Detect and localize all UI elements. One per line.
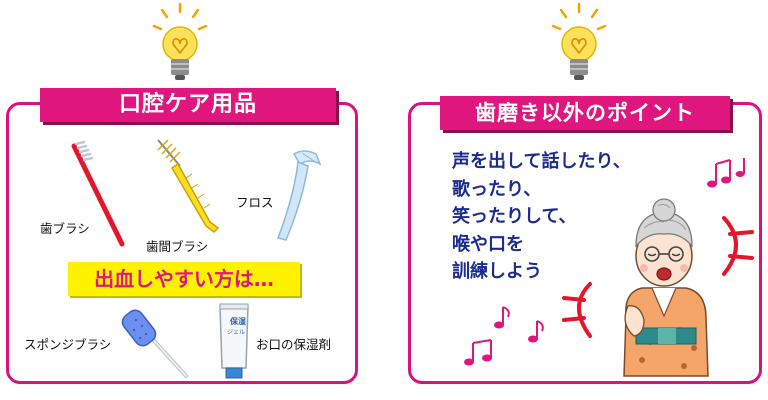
points-title: 歯磨き以外のポイント	[440, 96, 730, 130]
lightbulb-icon	[152, 2, 208, 80]
oral-care-panel	[6, 102, 358, 384]
sponge-brush-icon	[121, 309, 188, 378]
elderly-woman-illustration	[623, 198, 709, 377]
interdental-brush-icon	[157, 139, 220, 233]
floss-icon	[276, 150, 322, 241]
points-line: 歌ったり、	[452, 178, 542, 200]
item-label: スポンジブラシ	[24, 337, 112, 352]
music-note-icon	[494, 306, 510, 329]
oral-care-title: 口腔ケア用品	[40, 88, 336, 122]
tube-label: 保	[229, 316, 239, 326]
moisturizer-tube-icon: 保 湿 ジェル	[219, 303, 249, 379]
music-note-icon	[528, 320, 544, 343]
voice-lines-icon	[562, 282, 592, 338]
item-label: 歯間ブラシ	[146, 239, 209, 254]
bleeding-notice-banner: 出血しやすい方は…	[68, 262, 300, 296]
item-label: 歯ブラシ	[40, 221, 90, 236]
music-note-icon	[464, 339, 492, 366]
points-line: 声を出して話したり、	[452, 151, 631, 172]
item-label: お口の保湿剤	[256, 337, 332, 352]
lightbulb-icon	[551, 2, 607, 80]
points-line: 笑ったりして、	[452, 206, 577, 227]
music-note-icon	[707, 158, 745, 188]
tube-label: ジェル	[227, 329, 245, 336]
item-label: フロス	[236, 195, 274, 210]
voice-lines-icon	[722, 216, 754, 276]
points-line: 訓練しよう	[452, 261, 542, 282]
points-text: 声を出して話したり、 歌ったり、 笑ったりして、 喉や口を 訓練しよう	[452, 148, 682, 286]
toothbrush-icon	[71, 140, 125, 247]
points-line: 喉や口を	[452, 233, 524, 255]
tube-label: 湿	[238, 316, 246, 326]
